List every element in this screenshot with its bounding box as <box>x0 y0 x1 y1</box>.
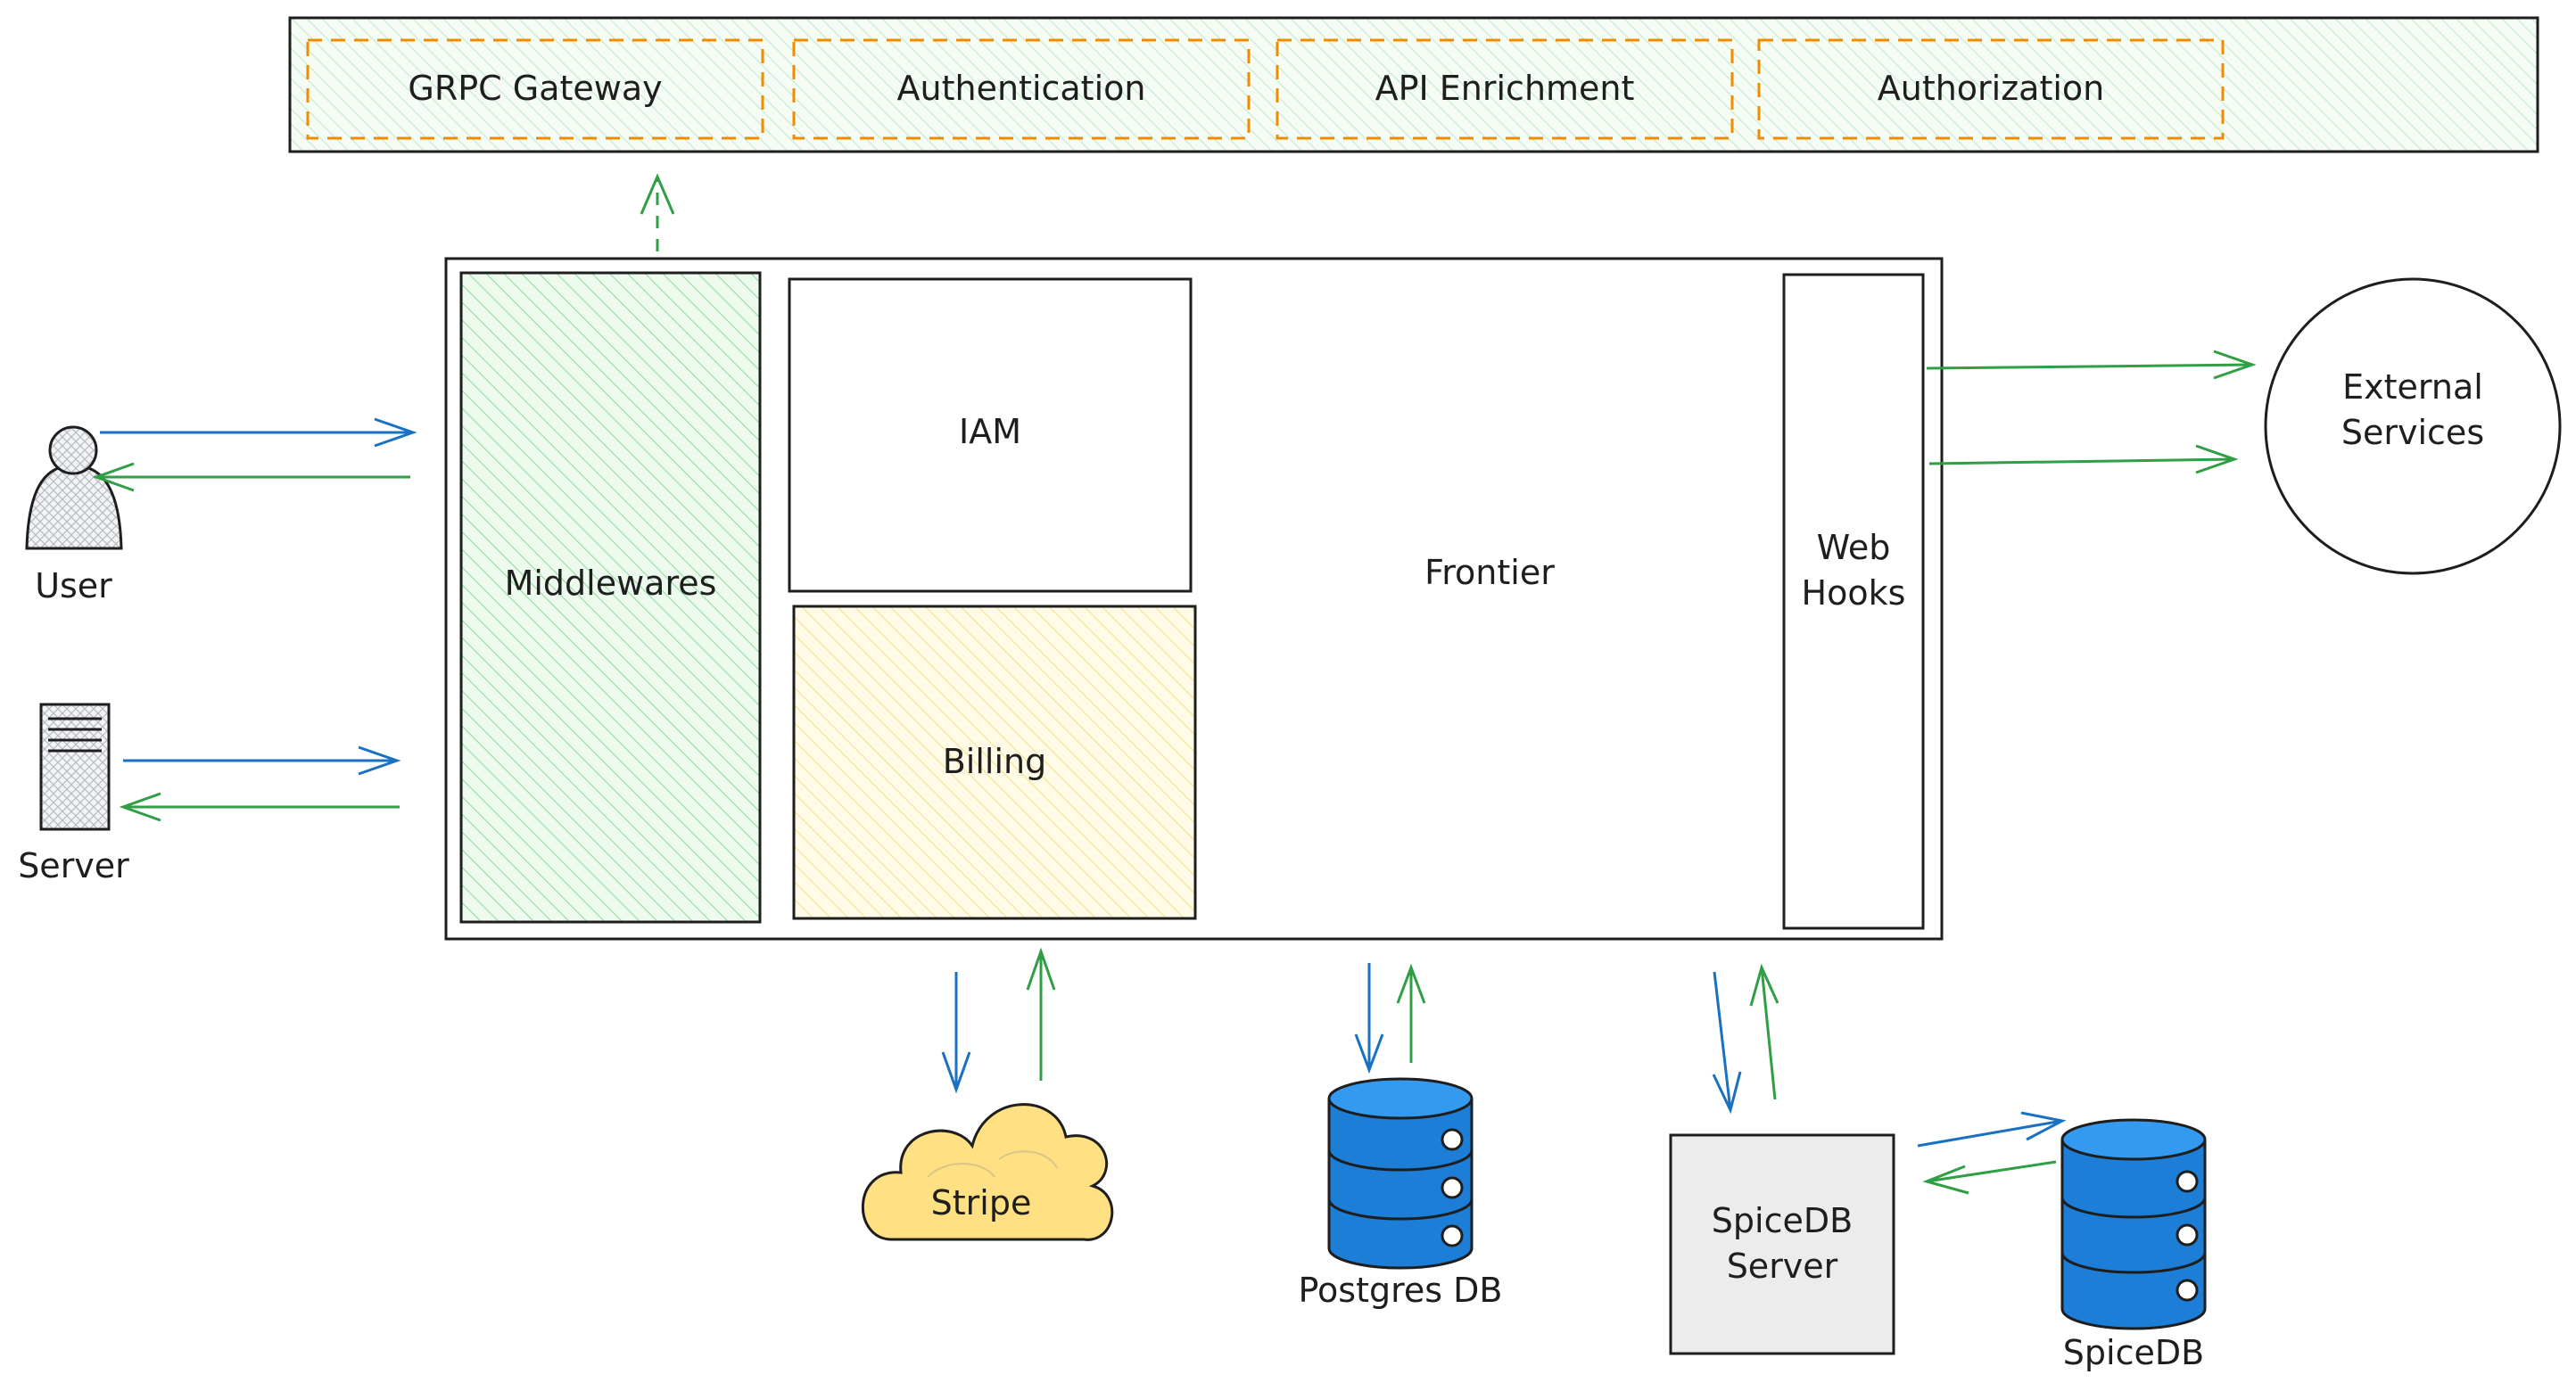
external-services-circle <box>2264 277 2562 575</box>
stripe-arrows <box>941 947 1056 1094</box>
spicedb-icon <box>2060 1118 2207 1330</box>
label-middlewares: Middlewares <box>504 564 717 604</box>
label-postgres-db: Postgres DB <box>1298 1271 1503 1311</box>
label-iam: IAM <box>959 412 1021 452</box>
spicedb-link-arrows <box>1917 1111 2067 1195</box>
gateway-segment-authentication <box>792 38 1251 140</box>
stripe-cloud-icon <box>862 1103 1114 1241</box>
middlewares-to-gateway-arrow <box>640 173 675 275</box>
gateway-segment-authorization <box>1757 38 2225 140</box>
webhooks-box <box>1782 273 1925 930</box>
postgres-arrows <box>1354 963 1426 1074</box>
label-user: User <box>35 566 112 606</box>
label-authorization: Authorization <box>1877 69 2105 109</box>
server-icon <box>39 703 111 831</box>
user-arrows <box>92 417 417 492</box>
user-icon <box>25 425 123 550</box>
spicedb-server-box <box>1669 1133 1895 1355</box>
server-arrows <box>119 745 401 822</box>
label-api-enrichment: API Enrichment <box>1375 69 1635 109</box>
label-spicedb-server: SpiceDB Server <box>1711 1200 1854 1286</box>
gateway-segment-grpc <box>306 38 764 140</box>
label-frontier: Frontier <box>1424 553 1555 593</box>
webhooks-to-external-arrows <box>1926 350 2257 474</box>
label-external-services: External Services <box>2341 366 2485 452</box>
postgres-db-icon <box>1327 1077 1474 1270</box>
spicedb-server-arrows <box>1712 963 1779 1115</box>
label-authentication: Authentication <box>896 69 1146 109</box>
iam-box <box>788 277 1193 593</box>
label-stripe: Stripe <box>930 1183 1032 1223</box>
gateway-bar <box>288 16 2539 153</box>
label-webhooks: Web Hooks <box>1801 527 1906 613</box>
billing-box <box>792 605 1197 920</box>
gateway-segment-enrichment <box>1276 38 1734 140</box>
label-billing: Billing <box>942 742 1047 782</box>
label-grpc-gateway: GRPC Gateway <box>408 69 663 109</box>
label-spicedb: SpiceDB <box>2062 1333 2205 1373</box>
middlewares-box <box>459 271 762 924</box>
label-server: Server <box>18 846 129 886</box>
